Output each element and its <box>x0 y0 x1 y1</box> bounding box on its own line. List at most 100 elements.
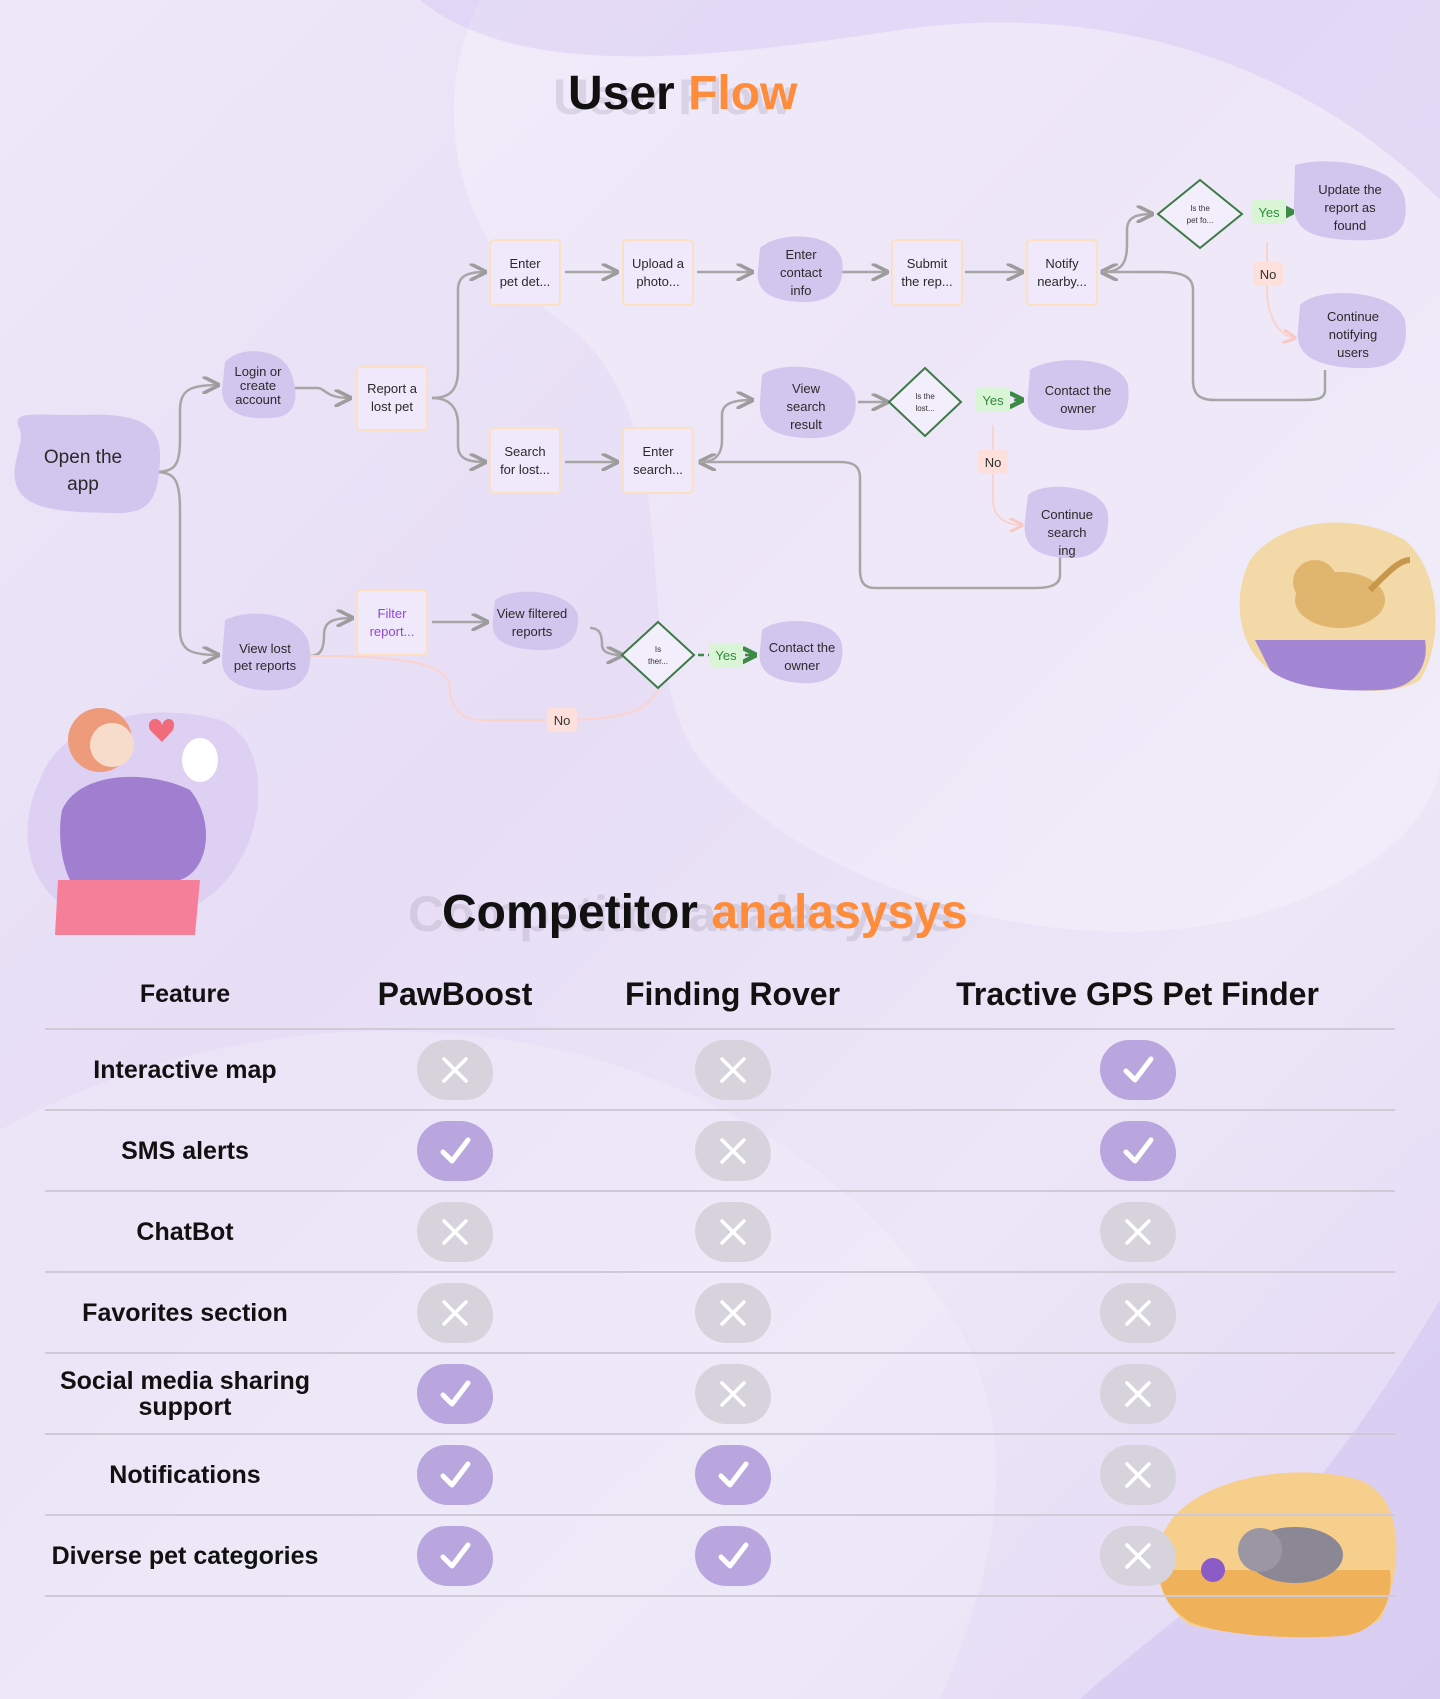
check-icon <box>1099 1039 1176 1100</box>
competitor-title: Competitor analasysys <box>442 886 968 939</box>
feature-cell <box>325 1039 585 1100</box>
cross-icon <box>1099 1201 1176 1262</box>
table-row: Diverse pet categories <box>45 1514 1395 1597</box>
svg-text:contact: contact <box>780 265 822 280</box>
svg-text:Yes: Yes <box>982 393 1004 408</box>
user-flow-title-shadow: User Flow <box>553 69 792 125</box>
svg-text:Enter: Enter <box>785 247 817 262</box>
feature-cell <box>325 1282 585 1343</box>
feature-cell <box>585 1282 880 1343</box>
cross-icon <box>1099 1282 1176 1343</box>
user-flow-diagram: Open the app Login or create account Vie… <box>14 161 1406 732</box>
user-flow-title: User Flow <box>568 67 798 120</box>
feature-label: SMS alerts <box>121 1136 249 1165</box>
feature-cell <box>325 1444 585 1505</box>
svg-text:lost...: lost... <box>915 404 934 413</box>
svg-text:pet reports: pet reports <box>234 658 297 673</box>
feature-cell <box>585 1120 880 1181</box>
svg-text:photo...: photo... <box>636 274 679 289</box>
table-header: Feature PawBoost Finding Rover Tractive … <box>45 960 1395 1028</box>
node-upload: Upload a photo... <box>622 239 694 306</box>
cross-icon <box>694 1120 771 1181</box>
svg-text:report as: report as <box>1324 200 1376 215</box>
feature-label: ChatBot <box>136 1217 234 1246</box>
decision-there: Is ther... <box>620 620 696 690</box>
svg-text:owner: owner <box>784 658 820 673</box>
node-notify: Notify nearby... <box>1026 239 1098 306</box>
feature-cell <box>880 1444 1395 1505</box>
feature-cell <box>880 1363 1395 1424</box>
svg-text:View filtered: View filtered <box>497 606 568 621</box>
svg-text:search...: search... <box>633 462 683 477</box>
yes-label-1: Yes <box>1252 200 1286 224</box>
svg-text:for lost...: for lost... <box>500 462 550 477</box>
node-contact-owner-2: Contact the owner <box>759 621 843 684</box>
table-row: SMS alerts <box>45 1109 1395 1190</box>
node-report: Report a lost pet <box>356 366 428 431</box>
table-row: Interactive map <box>45 1028 1395 1109</box>
competitor-title-shadow: Competitor analasysys <box>408 886 956 942</box>
feature-cell <box>585 1039 880 1100</box>
svg-text:View lost: View lost <box>239 641 291 656</box>
feature-cell <box>585 1363 880 1424</box>
svg-text:Yes: Yes <box>715 648 737 663</box>
svg-text:Is the: Is the <box>1190 204 1210 213</box>
cross-icon <box>694 1282 771 1343</box>
svg-text:pet fo...: pet fo... <box>1187 216 1214 225</box>
node-login: Login or create account <box>222 351 296 419</box>
feature-label: Diverse pet categories <box>51 1541 319 1570</box>
svg-text:owner: owner <box>1060 401 1096 416</box>
decision-lost: Is the lost... <box>887 366 963 438</box>
node-continue-search: Continue search ing <box>1024 486 1109 559</box>
node-open-app-line1: Open the <box>44 447 122 468</box>
no-label-3: No <box>547 708 577 732</box>
svg-text:info: info <box>791 283 812 298</box>
node-continue-notify: Continue notifying users <box>1297 293 1406 369</box>
node-contact-owner-1: Contact the owner <box>1027 360 1129 431</box>
feature-cell <box>880 1282 1395 1343</box>
svg-text:ing: ing <box>1058 543 1075 558</box>
cross-icon <box>1099 1444 1176 1505</box>
svg-text:found: found <box>1334 218 1367 233</box>
svg-text:Continue: Continue <box>1327 309 1379 324</box>
svg-text:result: result <box>790 417 822 432</box>
node-contact-info: Enter contact info <box>757 236 843 302</box>
feature-cell <box>585 1525 880 1586</box>
girl-with-bunny-illustration <box>27 708 259 935</box>
header-finding-rover: Finding Rover <box>624 975 841 1012</box>
table-row: Notifications <box>45 1433 1395 1514</box>
no-label-2: No <box>978 450 1008 474</box>
svg-text:Filter: Filter <box>378 606 408 621</box>
node-open-app-line2: app <box>67 474 99 495</box>
svg-text:Continue: Continue <box>1041 507 1093 522</box>
svg-text:Submit: Submit <box>907 256 948 271</box>
svg-text:Report a: Report a <box>367 381 418 396</box>
table-row: Favorites section <box>45 1271 1395 1352</box>
svg-text:the rep...: the rep... <box>901 274 952 289</box>
flow-connectors <box>154 214 1327 656</box>
table-row: Social media sharing support <box>45 1352 1395 1433</box>
node-submit: Submit the rep... <box>891 239 963 306</box>
decision-found: Is the pet fo... <box>1156 178 1244 250</box>
svg-text:Notify: Notify <box>1045 256 1079 271</box>
header-pawboost: PawBoost <box>377 975 533 1012</box>
feature-label: Favorites section <box>82 1298 288 1327</box>
cross-icon <box>694 1363 771 1424</box>
header-tractive: Tractive GPS Pet Finder <box>956 975 1319 1012</box>
svg-text:No: No <box>554 713 571 728</box>
svg-text:users: users <box>1337 345 1369 360</box>
node-view-search: View search result <box>759 366 856 439</box>
check-icon <box>417 1363 493 1424</box>
yes-label-3: Yes <box>709 643 743 667</box>
cross-icon <box>417 1282 493 1343</box>
feature-cell <box>325 1201 585 1262</box>
table-row: ChatBot <box>45 1190 1395 1271</box>
node-view-lost: View lost pet reports <box>222 613 311 691</box>
svg-text:Is the: Is the <box>915 392 935 401</box>
svg-text:Contact the: Contact the <box>769 640 836 655</box>
svg-text:Search: Search <box>504 444 545 459</box>
svg-text:Contact the: Contact the <box>1045 383 1112 398</box>
feature-cell <box>880 1039 1395 1100</box>
